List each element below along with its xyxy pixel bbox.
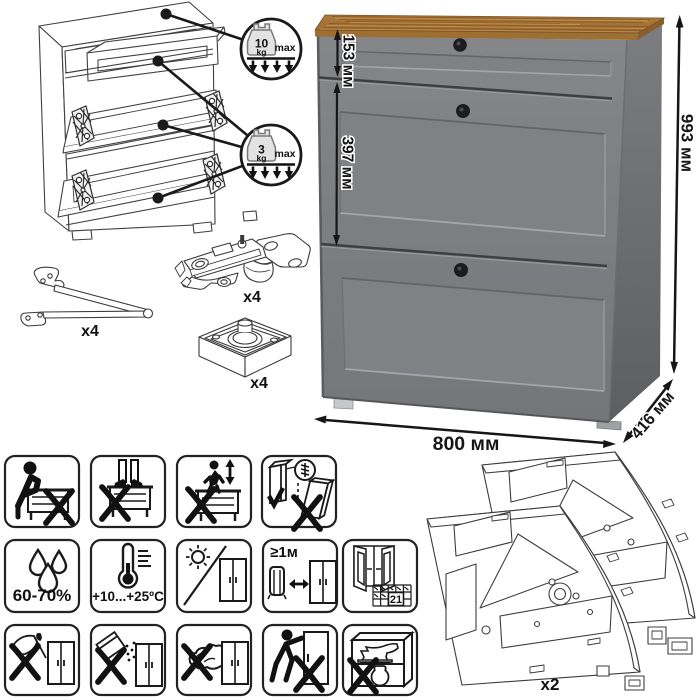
svg-text:10: 10	[255, 37, 269, 51]
svg-text:x4: x4	[243, 289, 261, 306]
svg-text:153 мм: 153 мм	[340, 34, 357, 87]
svg-text:397 мм: 397 мм	[339, 136, 356, 189]
svg-text:max: max	[274, 148, 295, 160]
svg-text:993 мм: 993 мм	[678, 114, 697, 172]
svg-text:x2: x2	[541, 675, 560, 694]
svg-text:kg: kg	[257, 47, 267, 57]
svg-text:3: 3	[258, 143, 265, 157]
svg-text:+10...+25ºC: +10...+25ºC	[92, 589, 164, 604]
svg-text:60-70%: 60-70%	[13, 586, 72, 605]
svg-text:800 мм: 800 мм	[433, 433, 500, 455]
svg-text:≥1м: ≥1м	[270, 544, 298, 561]
svg-text:max: max	[274, 42, 295, 54]
svg-text:x4: x4	[81, 323, 99, 340]
svg-text:kg: kg	[257, 153, 267, 163]
svg-text:21: 21	[390, 594, 402, 606]
svg-text:x4: x4	[250, 375, 268, 392]
